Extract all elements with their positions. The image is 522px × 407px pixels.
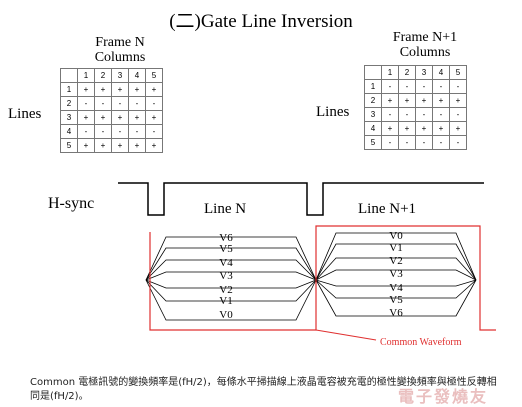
frame-n-lines-label: Lines	[8, 106, 42, 122]
frame-n-title: Frame N	[95, 35, 145, 50]
voltage-label: V0	[219, 309, 233, 321]
frame-n1-caption: Frame N+1 Columns	[365, 30, 485, 60]
frame-n1-row: 2 + + + + +	[364, 93, 467, 108]
footnote: Common 電極訊號的變換頻率是(fH/2)，每條水平掃描線上液晶電容被充電的…	[30, 377, 497, 402]
voltage-fan-right	[315, 232, 477, 317]
common-waveform-label: Common Waveform	[380, 337, 462, 348]
frame-n-columns-label: Columns	[94, 50, 146, 65]
frame-n-row: 5 + + + + +	[60, 138, 163, 153]
frame-n1-columns-label: Columns	[399, 45, 451, 60]
right-voltage-labels: V0 V1 V2 V3 V4 V5 V6	[389, 230, 403, 319]
voltage-label: V5	[219, 243, 233, 255]
hsync-label: H-sync	[48, 195, 94, 212]
frame-n1-row: 1 - - - - -	[364, 79, 467, 94]
voltage-label: V6	[389, 307, 403, 319]
polarity-cell: +	[145, 138, 163, 153]
frame-n-table-wrap: 1 2 3 4 5 1 + + + + + 2 - - - - - 3 + + …	[60, 68, 163, 153]
frame-n-row: 4 - - - - -	[60, 124, 163, 139]
frame-n1-row: 5 - - - - -	[364, 135, 467, 150]
voltage-label: V1	[219, 295, 232, 307]
polarity-cell: -	[449, 135, 467, 150]
line-n-label: Line N	[204, 201, 246, 217]
left-voltage-labels: V6 V5 V4 V3 V2 V1 V0	[219, 232, 233, 321]
watermark: 電子發燒友	[398, 387, 489, 406]
frame-n1-row: 4 + + + + +	[364, 121, 467, 136]
voltage-label: V0	[389, 230, 403, 242]
voltage-label: V2	[219, 284, 232, 296]
voltage-label: V4	[219, 257, 233, 269]
polarity-cell: -	[381, 135, 399, 150]
line-n1-label: Line N+1	[358, 201, 416, 217]
frame-n1-table: 1 2 3 4 5 1 - - - - - 2 + + + + + 3 - - …	[364, 65, 467, 150]
voltage-label: V1	[389, 242, 402, 254]
voltage-fan-left	[145, 236, 317, 321]
hsync-waveform	[118, 182, 484, 216]
frame-n1-title: Frame N+1	[392, 30, 458, 45]
row-header: 5	[60, 138, 78, 153]
common-waveform-pointer	[315, 329, 377, 341]
voltage-label: V3	[389, 268, 403, 280]
common-waveform-line	[149, 225, 496, 331]
frame-n-caption: Frame N Columns	[60, 35, 180, 65]
voltage-label: V3	[219, 270, 233, 282]
frame-n-row: 3 + + + + +	[60, 110, 163, 125]
polarity-cell: -	[145, 124, 163, 139]
frame-n-table: 1 2 3 4 5 1 + + + + + 2 - - - - - 3 + + …	[60, 68, 163, 153]
frame-n1-lines-label: Lines	[316, 104, 350, 120]
voltage-label: V5	[389, 294, 403, 306]
voltage-label: V2	[389, 255, 402, 267]
voltage-label: V4	[389, 282, 403, 294]
voltage-label: V6	[219, 232, 233, 244]
frame-n1-table-wrap: 1 2 3 4 5 1 - - - - - 2 + + + + + 3 - - …	[364, 65, 467, 150]
page-title: (二)Gate Line Inversion	[169, 11, 353, 32]
